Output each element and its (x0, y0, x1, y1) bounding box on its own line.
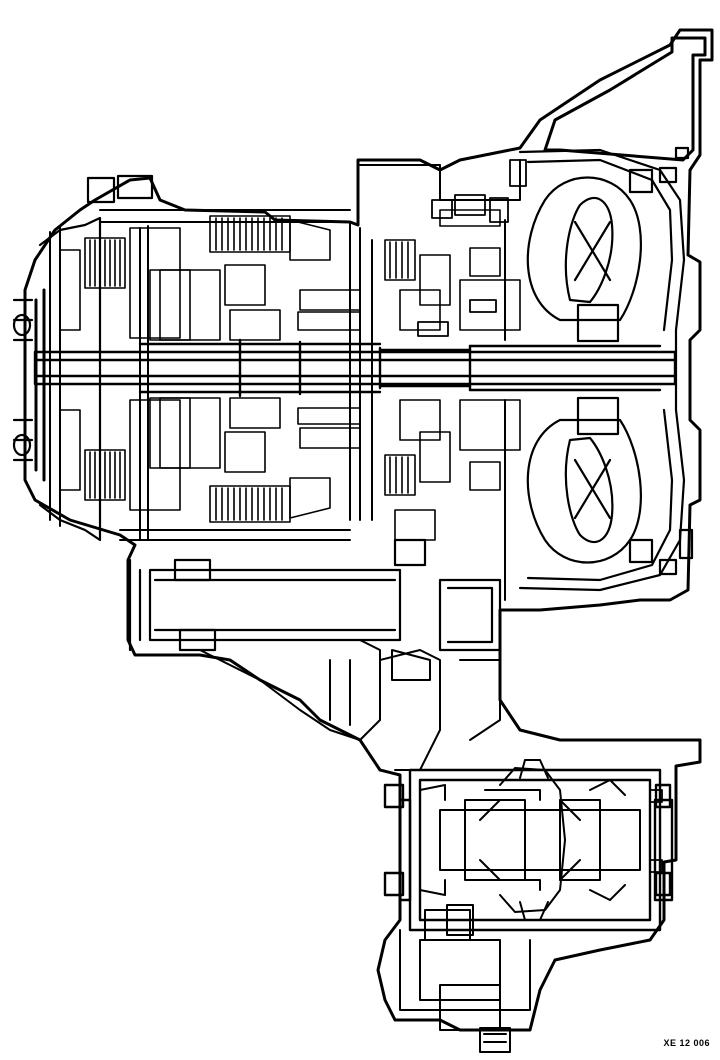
main-input-shaft (35, 340, 675, 396)
clutch-pack-upper-right (385, 210, 520, 330)
intermediate-housing (200, 640, 500, 770)
clutch-pack-lower-left (60, 398, 190, 510)
differential-gears (420, 760, 640, 920)
case-bolts (418, 160, 662, 872)
clutch-pack-upper-left (60, 228, 190, 340)
inner-case-walls (50, 160, 520, 600)
lower-bracket (400, 905, 530, 1052)
countershaft-assembly (130, 540, 500, 650)
figure-reference-code: XE 12 006 (663, 1038, 710, 1048)
clutch-pack-lower-right (385, 400, 520, 540)
differential-housing (385, 770, 672, 930)
torque-converter (520, 148, 692, 590)
left-end-cover (14, 176, 152, 540)
